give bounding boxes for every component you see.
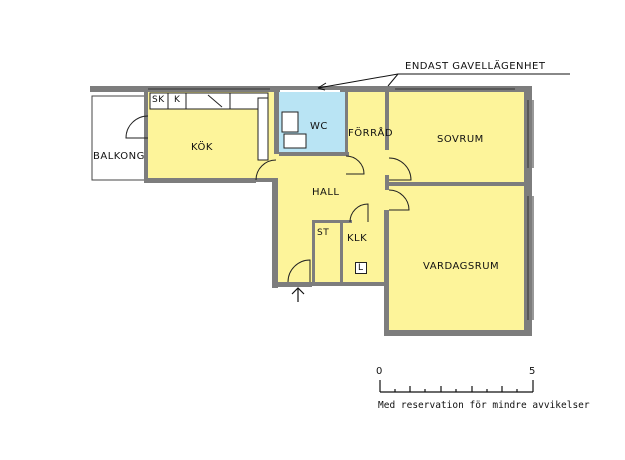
room-label-hall: HALL	[312, 187, 340, 198]
annotation-leader	[317, 73, 570, 91]
windows	[148, 88, 534, 320]
scale-start-label: 0	[376, 366, 383, 377]
doors	[125, 115, 412, 283]
fixture-label-sk: SK	[152, 95, 165, 105]
scale-end-label: 5	[529, 366, 536, 377]
room-fills	[91, 92, 526, 332]
closet-fill	[313, 222, 387, 282]
kitchen-counter	[149, 92, 269, 161]
wc-fixtures	[281, 111, 307, 149]
bedroom-fill	[387, 92, 526, 182]
room-label-forrad: FÖRRÅD	[348, 128, 394, 139]
closet-label-st: ST	[317, 228, 330, 238]
room-label-vardagsrum: VARDAGSRUM	[423, 261, 500, 272]
room-label-wc: WC	[310, 121, 328, 132]
room-label-balkong: BALKONG	[93, 151, 145, 162]
storage-fill	[347, 92, 387, 154]
room-label-kok: KÖK	[191, 142, 213, 153]
entrance-arrow	[291, 287, 305, 302]
scale-bar	[379, 380, 534, 393]
disclaimer-text: Med reservation för mindre avvikelser	[378, 400, 590, 411]
room-label-sovrum: SOVRUM	[437, 134, 484, 145]
livingroom-fill	[387, 186, 526, 332]
closet-label-l: L	[355, 262, 367, 274]
fixture-label-k: K	[174, 95, 181, 105]
closet-label-klk: KLK	[347, 233, 368, 244]
annotation-gavellagenhet: ENDAST GAVELLÄGENHET	[405, 61, 546, 72]
